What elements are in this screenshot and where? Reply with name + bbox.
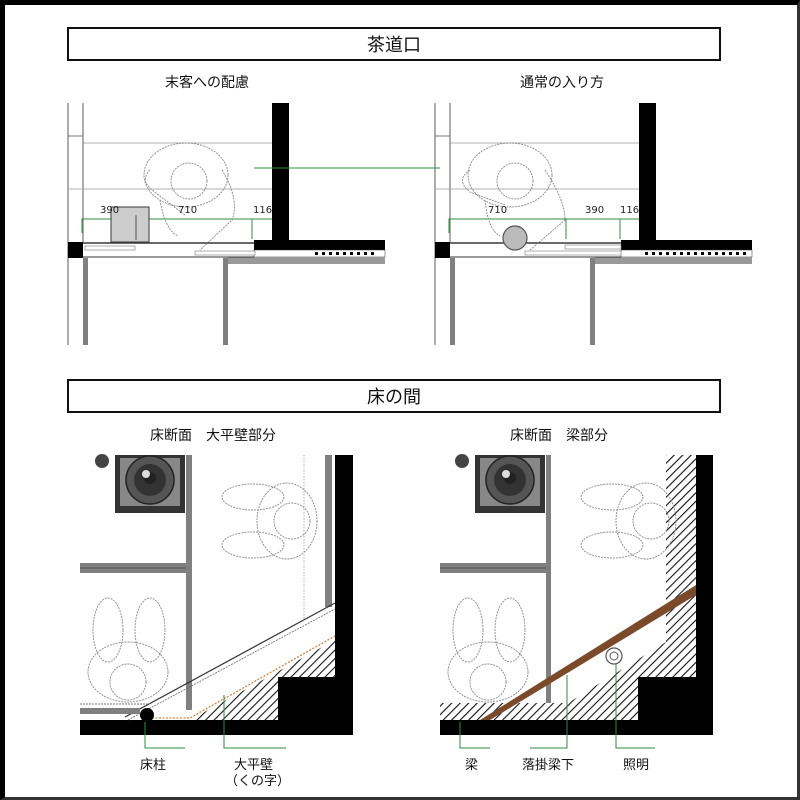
section-title-tokonoma: 床の間 <box>67 379 721 413</box>
dim-label-710: 710 <box>178 205 198 216</box>
dim-label-390: 390 <box>100 205 120 216</box>
callout-lighting: 照明 <box>623 758 650 773</box>
section-title-sadouguchi: 茶道口 <box>67 27 721 61</box>
callout-beam: 梁 <box>465 758 479 773</box>
section-beam <box>440 454 713 749</box>
dim-label-116: 116 <box>620 205 640 216</box>
panel-caption-normal-entry: 通常の入り方 <box>520 75 604 91</box>
dim-label-116: 116 <box>253 205 273 216</box>
panel-caption-beam: 床断面 梁部分 <box>510 428 608 444</box>
dim-label-390: 390 <box>585 205 605 216</box>
plan-last-guest <box>67 103 440 345</box>
callout-tokobashira: 床柱 <box>140 758 167 773</box>
callout-otoshigake: 落掛梁下 <box>522 758 575 773</box>
callout-ohirakabe: 大平壁 <box>234 758 274 773</box>
panel-caption-ohirakabe: 床断面 大平壁部分 <box>150 428 276 444</box>
callout-ohirakabe-sub: （くの字） <box>225 774 291 789</box>
section-ohirakabe <box>80 454 353 749</box>
plan-normal-entry <box>434 103 753 345</box>
panel-caption-last-guest: 末客への配慮 <box>165 75 249 91</box>
dim-label-710: 710 <box>488 205 508 216</box>
